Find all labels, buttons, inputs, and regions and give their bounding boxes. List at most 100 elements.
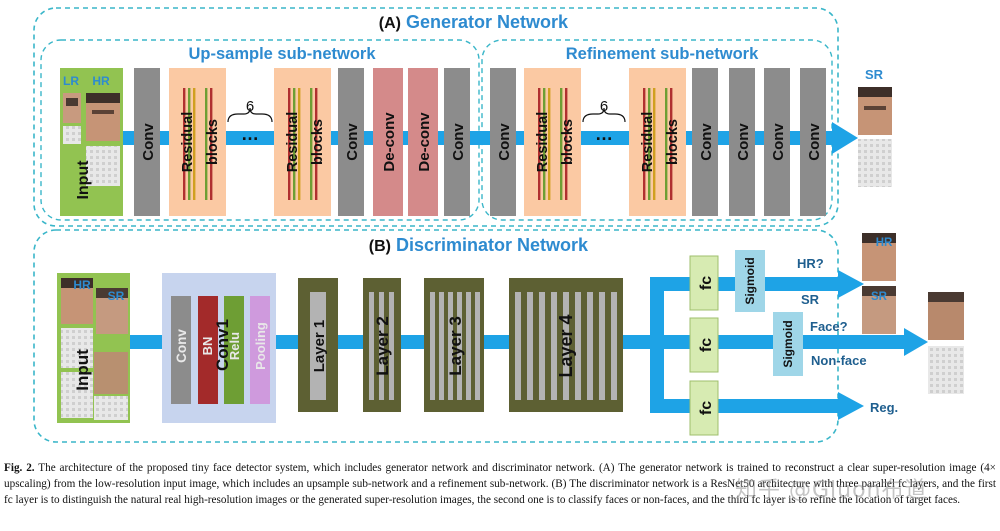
generator-network: (A) Generator Network Up-sample sub-netw… (33, 7, 892, 227)
svg-text:Pooling: Pooling (253, 322, 268, 370)
svg-text:Residual: Residual (640, 112, 656, 172)
fc-1: fc (689, 255, 719, 311)
hr-tag: HR (92, 74, 110, 88)
refinement-subnetwork-border (481, 39, 833, 221)
svg-text:…: … (241, 124, 259, 144)
svg-text:blocks: blocks (205, 119, 221, 165)
generator-output: SR (858, 67, 892, 187)
svg-text:Sigmoid: Sigmoid (743, 257, 757, 304)
gen-conv-3: Conv (444, 68, 470, 216)
lr-face-thumbnail (63, 93, 81, 123)
gen-repeat-dots-1: 6 … (227, 98, 273, 144)
svg-text:Conv: Conv (806, 123, 823, 161)
conv1-bn (198, 296, 218, 404)
gen-conv-5: Conv (692, 68, 718, 216)
svg-text:Conv: Conv (140, 123, 157, 161)
sr-output-label: SR (865, 67, 884, 82)
svg-text:Layer 2: Layer 2 (373, 316, 392, 376)
output-hr-tag: HR (876, 237, 893, 249)
gen-residual-blocks-3: Residual blocks (524, 68, 581, 216)
svg-text:Sigmoid: Sigmoid (781, 320, 795, 367)
generator-title: Generator Network (406, 12, 569, 32)
discriminator-title-letter: (B) (369, 238, 391, 255)
gen-conv-4: Conv (490, 68, 516, 216)
sigmoid-2: Sigmoid (773, 312, 803, 376)
svg-text:fc: fc (698, 276, 715, 290)
figure-caption-text: The architecture of the proposed tiny fa… (4, 462, 996, 506)
disc-sr-tag: SR (108, 289, 125, 303)
svg-text:De-conv: De-conv (381, 112, 398, 172)
gen-residual-blocks-2: Residual blocks (274, 68, 331, 216)
fc-2: fc (689, 317, 719, 373)
svg-text:Conv: Conv (735, 123, 752, 161)
gen-conv-2: Conv (338, 68, 364, 216)
disc-hr-tag: HR (73, 278, 91, 292)
repeat-count-1: 6 (246, 98, 254, 115)
discriminator-input-panel: HR SR Input (57, 273, 130, 423)
conv1-title: Conv1 (213, 319, 232, 371)
generator-border (33, 7, 839, 227)
discriminator-border (33, 229, 839, 443)
svg-text:Layer 4: Layer 4 (556, 314, 576, 377)
svg-text:Layer 1: Layer 1 (311, 320, 328, 373)
generator-input-panel: LR HR Input (60, 68, 123, 216)
conv1-pooling (250, 296, 270, 404)
layer-1: Layer 1 (298, 278, 338, 412)
svg-text:Conv: Conv (174, 329, 189, 363)
conv1-conv (171, 296, 191, 404)
fc-3: fc (689, 380, 719, 436)
discriminator-title: Discriminator Network (396, 235, 589, 255)
svg-text:fc: fc (698, 338, 715, 352)
hr-question-label: HR? (797, 256, 824, 271)
output-sr-tag: SR (871, 291, 888, 303)
layer-2: Layer 2 (363, 278, 401, 412)
svg-text:blocks: blocks (310, 119, 326, 165)
svg-text:Layer 3: Layer 3 (446, 316, 465, 376)
discriminator-network: (B) Discriminator Network HR SR Input (33, 229, 964, 443)
sr-label: SR (801, 292, 820, 307)
svg-text:De-conv: De-conv (416, 112, 433, 172)
repeat-count-2: 6 (600, 98, 608, 115)
generator-input-label: Input (75, 160, 92, 200)
watermark-text: 知乎 @Gluon布道 (735, 478, 928, 503)
gen-conv-7: Conv (764, 68, 790, 216)
gen-conv-6: Conv (729, 68, 755, 216)
gen-conv-1: Conv (134, 68, 160, 216)
upsample-subnetwork-border (40, 39, 480, 221)
layer-3: Layer 3 (424, 278, 484, 412)
lr-tag: LR (63, 74, 79, 88)
svg-text:Relu: Relu (227, 332, 242, 360)
gen-residual-blocks-1: Residual blocks (169, 68, 226, 216)
generator-title-letter: (A) (379, 15, 401, 32)
face-nonface-output (928, 292, 964, 394)
reg-label: Reg. (870, 400, 898, 415)
layer-4: Layer 4 (509, 278, 623, 412)
svg-text:Conv: Conv (770, 123, 787, 161)
svg-text:Conv: Conv (698, 123, 715, 161)
svg-text:…: … (595, 124, 613, 144)
figure-caption: Fig. 2. The architecture of the proposed… (4, 460, 996, 508)
sigmoid-1: Sigmoid (735, 250, 765, 312)
gen-deconv-1: De-conv (373, 68, 403, 216)
face-question-label: Face? (810, 319, 848, 334)
conv1-block: Conv BN Relu Pooling Conv1 (162, 273, 276, 423)
non-face-label: Non-face (811, 353, 867, 368)
svg-text:Conv: Conv (496, 123, 513, 161)
hr-output-arrowhead (838, 270, 864, 298)
fc-branch-bottom (650, 399, 840, 413)
svg-text:Conv: Conv (344, 123, 361, 161)
reg-output-arrowhead (838, 392, 864, 420)
svg-text:fc: fc (698, 401, 715, 415)
gen-residual-blocks-4: Residual blocks (629, 68, 686, 216)
gen-deconv-2: De-conv (408, 68, 438, 216)
svg-text:Conv: Conv (450, 123, 467, 161)
hr-sr-output-faces: HR SR (862, 233, 896, 334)
svg-text:Residual: Residual (535, 112, 551, 172)
gen-conv-8: Conv (800, 68, 826, 216)
figure-label: Fig. 2. (4, 462, 35, 474)
conv1-relu (224, 296, 244, 404)
upsample-subnetwork-title: Up-sample sub-network (188, 45, 376, 63)
architecture-diagram: (A) Generator Network Up-sample sub-netw… (33, 7, 964, 443)
gen-repeat-dots-2: 6 … (582, 98, 626, 144)
generator-flow-bar (122, 131, 834, 145)
